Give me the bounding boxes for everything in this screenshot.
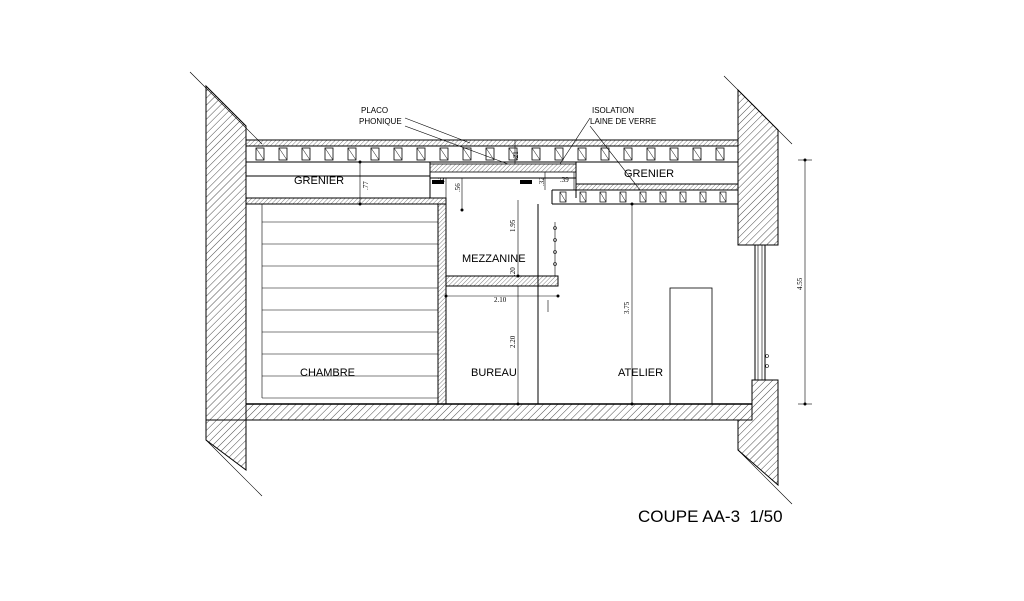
mezzanine-railing <box>547 222 557 312</box>
window <box>754 244 769 381</box>
mezzanine-slab <box>445 275 559 287</box>
label-atelier: ATELIER <box>618 367 663 379</box>
atelier-door <box>669 287 713 405</box>
dim-39: .39 <box>560 176 569 184</box>
dim-220: 2.20 <box>509 335 517 348</box>
drawing-title: COUPE AA-3 1/50 <box>638 507 783 526</box>
label-chambre: CHAMBRE <box>300 367 355 379</box>
dim-375: 3.75 <box>623 301 631 314</box>
annotation-leaders <box>404 117 641 191</box>
dim-20: .20 <box>509 267 517 276</box>
dim-21: .21 <box>512 151 520 160</box>
attic-floor-left <box>245 175 447 205</box>
note-isolation-2: LAINE DE VERRE <box>590 117 656 126</box>
left-foundation <box>205 419 247 471</box>
label-grenier-left: GRENIER <box>294 175 344 187</box>
dim-32: .32 <box>538 177 546 186</box>
right-wall-lower <box>737 379 779 487</box>
roof-slab <box>245 139 739 163</box>
ground-slab <box>245 380 753 421</box>
left-wall <box>205 84 247 421</box>
note-isolation-1: ISOLATION <box>592 106 634 115</box>
chambre-shelving <box>246 203 438 399</box>
dim-24: .24 <box>436 177 445 185</box>
label-grenier-right: GRENIER <box>624 168 674 180</box>
note-placo-1: PLACO <box>361 106 388 115</box>
partition-wall <box>437 203 447 405</box>
central-ceiling <box>429 162 577 198</box>
dim-195: 1.95 <box>509 219 517 232</box>
dim-56: .56 <box>454 183 462 192</box>
right-wall-upper <box>737 88 779 246</box>
note-placo-2: PHONIQUE <box>359 117 402 126</box>
dim-455: 4.55 <box>796 277 804 290</box>
dim-77: .77 <box>362 181 370 190</box>
dimension-lines <box>358 140 812 406</box>
label-mezzanine: MEZZANINE <box>462 253 526 265</box>
dim-210: 2.10 <box>494 296 507 304</box>
attic-floor-right <box>551 183 739 205</box>
label-bureau: BUREAU <box>471 367 517 379</box>
